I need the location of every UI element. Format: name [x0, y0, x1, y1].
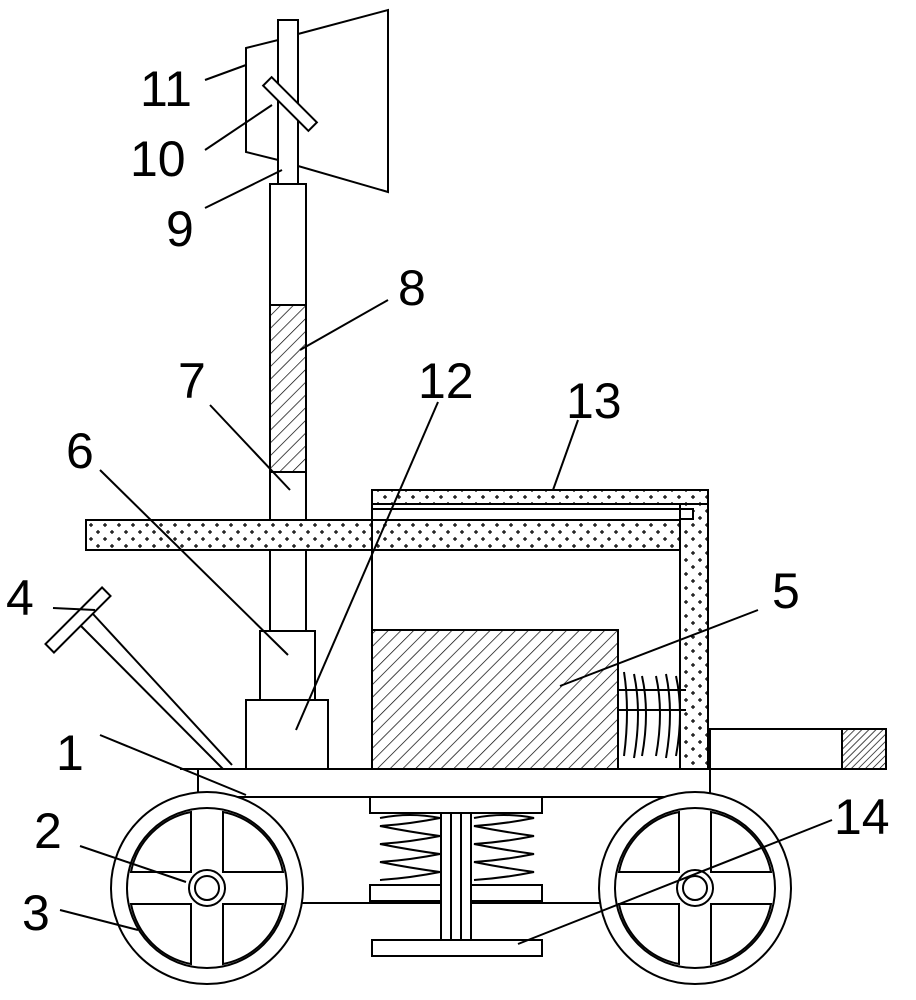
label-7: 7: [178, 353, 206, 409]
label-5: 5: [772, 563, 800, 619]
shock-absorber: [369, 796, 543, 957]
label-11: 11: [140, 61, 192, 117]
label-3: 3: [22, 885, 50, 941]
lamp-shade: [297, 8, 389, 194]
ground-pad: [371, 939, 543, 957]
label-12: 12: [418, 353, 474, 409]
label-8: 8: [398, 260, 426, 316]
lamp-back-plate: [245, 38, 279, 162]
top-plate: [371, 489, 709, 505]
label-13: 13: [566, 373, 622, 429]
side-spring: [618, 671, 686, 759]
mast-grip-section: [269, 304, 307, 473]
label-4: 4: [6, 570, 34, 626]
label-9: 9: [166, 201, 194, 257]
mast-base-housing: [245, 699, 329, 770]
label-10: 10: [130, 131, 186, 187]
label-6: 6: [66, 423, 94, 479]
label-14: 14: [834, 789, 890, 845]
leader-lines: [52, 64, 833, 945]
right-wheel: [598, 791, 792, 985]
mast-lower-sleeve: [259, 630, 316, 701]
lamp-pivot: [261, 75, 319, 133]
handle: [44, 586, 236, 770]
base-platform: [197, 768, 711, 798]
right-spring: [473, 814, 535, 881]
label-2: 2: [34, 803, 62, 859]
rear-end-block: [841, 728, 887, 770]
left-wheel: [110, 791, 304, 985]
left-spring: [379, 814, 441, 881]
frame-right-post: [679, 489, 709, 770]
battery-box: [371, 629, 619, 770]
label-1: 1: [56, 725, 84, 781]
crossbar: [85, 519, 709, 551]
